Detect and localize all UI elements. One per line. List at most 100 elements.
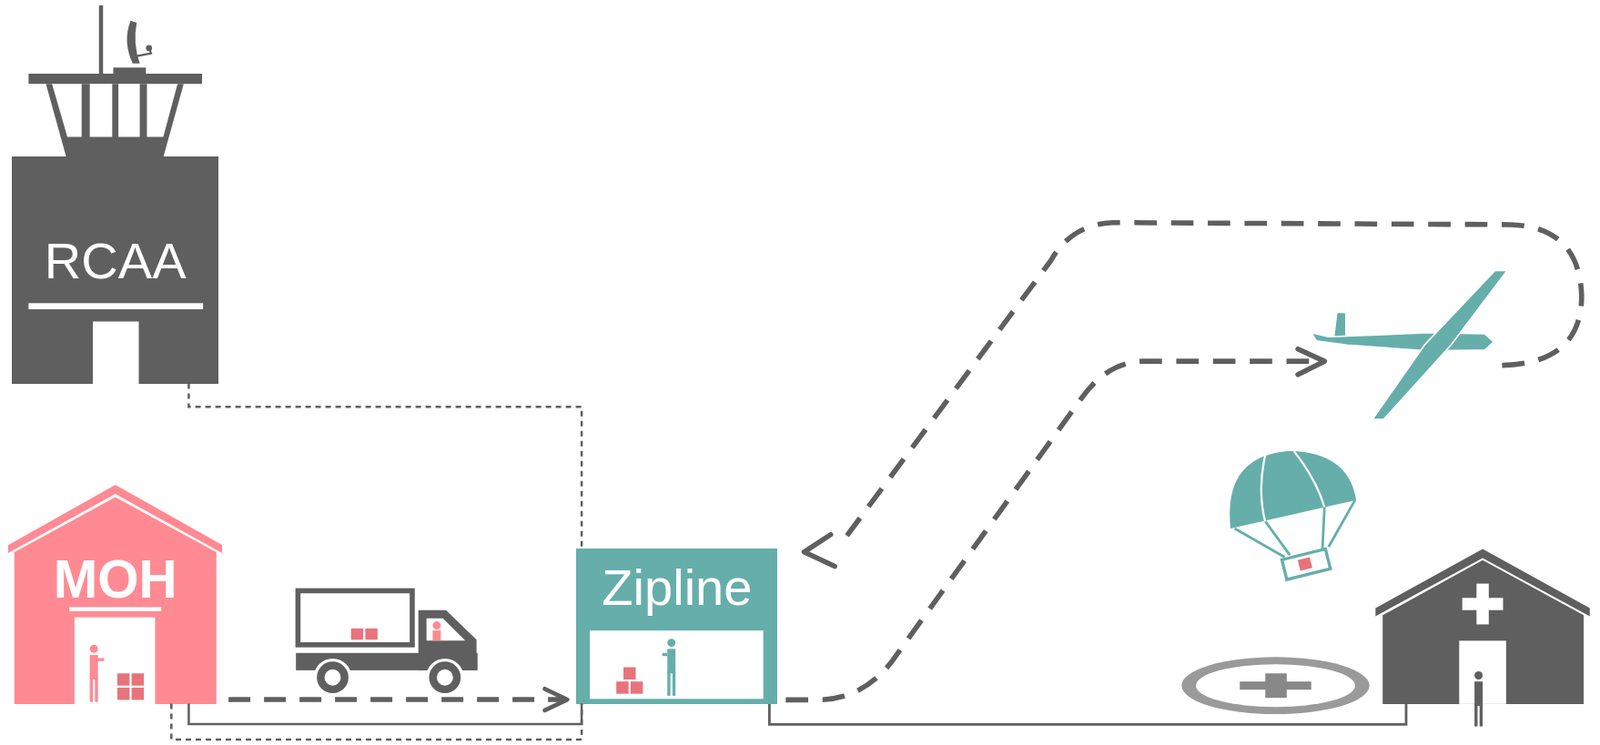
moh-decoration-part	[90, 645, 99, 654]
health-facility-icon-part	[1476, 584, 1489, 626]
zipline-decoration-part	[623, 668, 636, 680]
drone-icon-part	[1311, 333, 1495, 352]
distribution-center: Zipline	[576, 548, 778, 704]
landing-pad	[1181, 657, 1369, 715]
parachute-icon-part-part	[1297, 556, 1313, 571]
zipline-decoration	[589, 630, 764, 699]
truck-icon	[295, 590, 478, 695]
node-label: RCAA	[11, 235, 218, 287]
parachute-icon	[1229, 451, 1357, 580]
authority-building: RCAA	[11, 156, 218, 385]
truck-icon-part	[418, 610, 477, 671]
drone-icon-part	[1333, 312, 1346, 340]
moh-decoration-part	[131, 673, 144, 686]
zipline-decoration-part	[589, 630, 764, 699]
zipline-decoration-part	[667, 638, 676, 648]
parachute-icon-part	[1235, 500, 1356, 558]
tower-decoration-part	[92, 321, 139, 385]
control-tower-top-part	[51, 83, 82, 137]
flight-arrowheads-part	[1297, 349, 1325, 375]
control-tower-top-part	[146, 83, 178, 137]
flow-connector	[188, 384, 582, 550]
truck-icon-part	[432, 621, 441, 630]
moh-decoration-part	[90, 678, 93, 703]
health-facility-icon-part	[1382, 560, 1584, 705]
truck-icon-part	[364, 628, 377, 640]
health-facility-icon	[1375, 548, 1590, 727]
moh-decoration-part	[74, 617, 156, 706]
truck-icon-part	[314, 660, 350, 696]
house-outline	[8, 485, 223, 705]
flow-connector	[188, 704, 582, 725]
health-facility-icon-part	[1474, 671, 1483, 680]
zipline-decoration-part	[667, 648, 676, 674]
control-tower-top-part	[127, 20, 141, 64]
flight-path-part	[785, 361, 1317, 700]
flow-connector	[228, 697, 567, 703]
flight-arrowheads	[803, 349, 1325, 568]
health-facility-icon-part	[1479, 704, 1483, 728]
zipline-decoration-part	[662, 653, 669, 657]
control-tower-top-part	[145, 45, 152, 52]
zipline-decoration-part	[672, 671, 676, 697]
truck-icon-part	[427, 660, 463, 696]
house-body	[14, 496, 217, 705]
landing-pad-part	[1181, 657, 1369, 715]
flight-path	[785, 222, 1582, 701]
parachute-icon-part-part	[1281, 548, 1330, 580]
drone-icon	[1311, 270, 1508, 420]
health-facility-icon-part	[1375, 548, 1590, 617]
control-tower-top-part	[99, 5, 103, 75]
control-tower-top-part	[135, 48, 152, 57]
moh-decoration-part	[94, 678, 98, 703]
truck-icon-part	[351, 628, 364, 640]
moh-decoration-part	[90, 655, 99, 680]
tower-decoration-part	[28, 303, 203, 310]
moh-decoration-part	[117, 688, 130, 700]
drone-icon-part	[1372, 270, 1508, 420]
moh-decoration-part	[69, 607, 162, 611]
node-label: MOH	[8, 553, 223, 607]
moh-decoration-part	[131, 688, 144, 700]
parachute-icon-part	[1281, 548, 1330, 580]
control-tower-top-part	[28, 73, 203, 84]
parachute-icon-part	[1229, 451, 1357, 529]
health-facility-icon-part	[1474, 681, 1483, 707]
parachute-icon-part	[1261, 451, 1326, 523]
landing-pad-part	[1265, 673, 1287, 699]
house-roof	[8, 485, 223, 554]
landing-pad-part	[1239, 681, 1311, 690]
delivery-wire	[769, 704, 1407, 725]
truck-icon-part	[426, 618, 466, 642]
truck-icon-part	[297, 590, 413, 645]
control-tower-top-part	[112, 67, 146, 76]
landing-pad-part	[1195, 664, 1356, 708]
zipline-decoration-part	[667, 671, 670, 697]
delivery-wire-part	[769, 704, 1407, 725]
truck-icon-part	[432, 630, 441, 641]
zipline-decoration-part	[630, 681, 643, 694]
control-tower-top-part	[90, 83, 113, 137]
flight-path-part	[847, 222, 1582, 537]
control-tower-top-part	[118, 83, 141, 137]
control-tower-top-part	[45, 83, 183, 158]
health-facility-icon-part	[1458, 640, 1507, 705]
health-facility-icon-part	[1474, 704, 1478, 728]
flow-connector	[171, 704, 582, 740]
flight-arrowheads-part	[803, 535, 835, 568]
zipline-decoration-part	[616, 681, 628, 694]
truck-icon-part	[324, 669, 342, 687]
health-facility-icon-part	[1462, 597, 1504, 610]
truck-icon-part	[295, 653, 478, 671]
moh-decoration	[69, 607, 162, 706]
tower-decoration	[28, 303, 203, 385]
truck-icon-part	[436, 669, 454, 687]
control-tower-top	[28, 5, 203, 158]
moh-decoration-part	[98, 658, 105, 661]
moh-decoration-part	[117, 673, 130, 686]
